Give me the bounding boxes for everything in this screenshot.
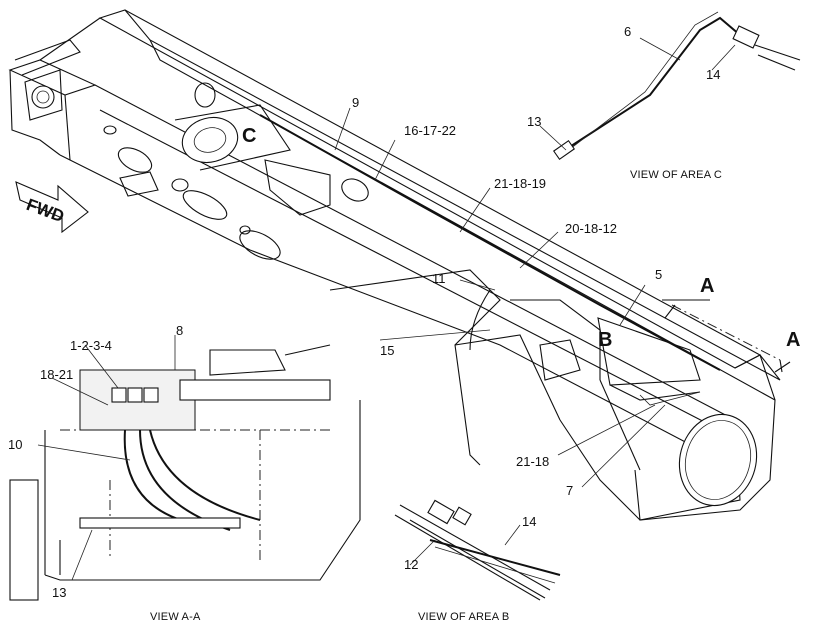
callout-9: 9 [352, 95, 360, 110]
callout-21-18-19: 21-18-19 [494, 176, 547, 191]
section-letter-a-lower: A [786, 329, 801, 351]
callout-12: 12 [404, 557, 419, 572]
callout-7: 7 [566, 483, 574, 498]
callout-8: 8 [176, 323, 184, 338]
callout-1-2-3-4: 1-2-3-4 [70, 338, 112, 353]
caption-view-area-b: VIEW OF AREA B [418, 611, 510, 623]
callout-14-top: 14 [706, 67, 721, 82]
callout-11: 11 [432, 271, 446, 286]
view-area-c-drawing [552, 11, 801, 161]
main-frame [8, 9, 791, 521]
area-letter-b: B [598, 329, 613, 351]
caption-view-area-c: VIEW OF AREA C [630, 169, 723, 181]
callout-13-top: 13 [527, 114, 542, 129]
callout-6: 6 [624, 24, 632, 39]
callout-20-18-12: 20-18-12 [565, 221, 618, 236]
caption-view-a-a: VIEW A-A [150, 611, 201, 623]
callout-13-bottom: 13 [52, 585, 67, 600]
view-area-b-drawing [394, 499, 561, 601]
callout-15: 15 [380, 343, 395, 358]
callout-18-21: 18-21 [40, 367, 74, 382]
area-letter-c: C [242, 125, 257, 147]
leader-lines [37, 37, 736, 581]
section-letter-a-right: A [700, 275, 715, 297]
callout-10: 10 [8, 437, 23, 452]
callout-5: 5 [655, 267, 663, 282]
callout-21-18-bottom: 21-18 [516, 454, 550, 469]
callout-16-17-22: 16-17-22 [404, 123, 457, 138]
view-a-a-drawing [9, 344, 361, 601]
callout-14-bottom: 14 [522, 514, 537, 529]
